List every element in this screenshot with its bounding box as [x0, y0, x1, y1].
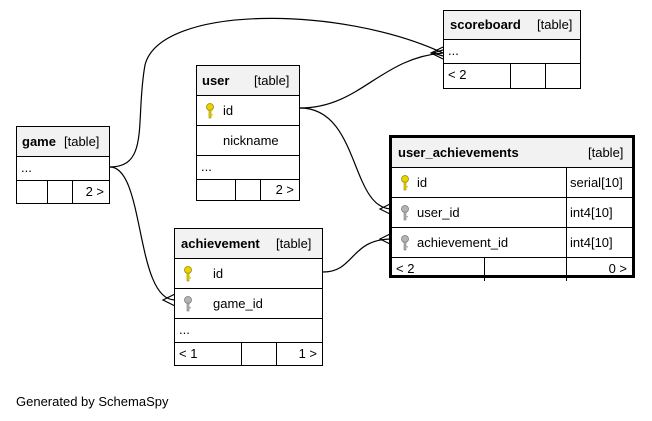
generated-by-caption: Generated by SchemaSpy — [16, 394, 169, 409]
table-achievement[interactable]: achievement [table] id game_id ... < 1 1… — [174, 228, 323, 366]
column-type: int4[10] — [570, 235, 613, 250]
table-type-label: [table] — [276, 236, 312, 251]
column-row-id[interactable]: id serial[10] — [392, 168, 632, 198]
table-type-label: [table] — [537, 17, 573, 32]
column-row-id[interactable]: id — [175, 259, 322, 289]
table-header: achievement [table] — [175, 229, 322, 259]
relationship-footer-row: < 2 — [444, 64, 580, 88]
footer-cell-divider — [545, 64, 546, 88]
children-count[interactable]: 1 > — [298, 346, 317, 361]
table-scoreboard[interactable]: scoreboard [table] ... < 2 — [443, 10, 581, 89]
relationship-footer-row: < 2 0 > — [392, 258, 632, 281]
primary-key-icon — [206, 103, 214, 119]
table-type-label: [table] — [254, 73, 290, 88]
edge-user-user-achievements — [299, 107, 393, 210]
parents-count[interactable]: < 2 — [396, 261, 415, 276]
column-name: nickname — [223, 133, 279, 148]
more-columns-row: ... — [17, 157, 109, 181]
footer-cell-divider — [484, 258, 485, 281]
crowfoot-markers — [161, 46, 444, 307]
foreign-key-icon — [401, 205, 409, 221]
relationship-footer-row: < 1 1 > — [175, 343, 322, 365]
crowfoot-scoreboard-2 — [430, 49, 444, 57]
more-columns-ellipsis: ... — [201, 159, 212, 174]
table-user[interactable]: user [table] id nickname ... 2 > — [196, 65, 300, 201]
column-row-achievement-id[interactable]: achievement_id int4[10] — [392, 228, 632, 258]
column-type: serial[10] — [570, 175, 623, 190]
table-header: scoreboard [table] — [444, 11, 580, 40]
footer-cell-divider — [276, 343, 277, 365]
column-name: achievement_id — [417, 235, 509, 250]
footer-cell-divider — [241, 343, 242, 365]
table-type-label: [table] — [588, 145, 624, 160]
more-columns-ellipsis: ... — [21, 160, 32, 175]
footer-cell-divider — [72, 181, 73, 203]
table-header: user [table] — [197, 66, 299, 96]
relationship-footer-row: 2 > — [17, 181, 109, 203]
table-header: user_achievements [table] — [392, 138, 632, 168]
type-cell-divider — [566, 168, 567, 197]
column-name: user_id — [417, 205, 460, 220]
more-columns-row: ... — [175, 319, 322, 343]
column-row-user-id[interactable]: user_id int4[10] — [392, 198, 632, 228]
children-count[interactable]: 0 > — [608, 261, 627, 276]
column-name: id — [223, 103, 234, 118]
edge-game-scoreboard — [109, 17, 444, 168]
table-name[interactable]: user_achievements — [398, 145, 519, 160]
column-name: id — [213, 266, 224, 281]
crowfoot-ua-achievement-id — [378, 232, 393, 246]
type-cell-divider — [566, 198, 567, 227]
edge-achievement-user-achievements — [322, 238, 393, 273]
table-name[interactable]: achievement — [181, 236, 260, 251]
primary-key-icon — [401, 175, 409, 191]
more-columns-row: ... — [444, 40, 580, 64]
parents-count[interactable]: < 1 — [179, 346, 198, 361]
foreign-key-icon — [184, 296, 192, 312]
foreign-key-icon — [401, 235, 409, 251]
children-count[interactable]: 2 > — [85, 184, 104, 199]
more-columns-ellipsis: ... — [448, 43, 459, 58]
children-count[interactable]: 2 > — [275, 182, 294, 197]
table-name[interactable]: user — [202, 73, 230, 88]
column-name: game_id — [213, 296, 263, 311]
more-columns-row: ... — [197, 156, 299, 180]
table-user-achievements[interactable]: user_achievements [table] id serial[10] … — [389, 135, 635, 281]
edge-game-achievement — [109, 166, 176, 301]
footer-cell-divider — [235, 180, 236, 200]
relationship-footer-row: 2 > — [197, 180, 299, 200]
table-type-label: [table] — [64, 134, 100, 149]
more-columns-ellipsis: ... — [179, 322, 190, 337]
footer-cell-divider — [47, 181, 48, 203]
footer-cell-divider — [260, 180, 261, 200]
footer-cell-divider — [510, 64, 511, 88]
table-name[interactable]: game — [22, 134, 56, 149]
table-header: game [table] — [17, 127, 109, 157]
table-game[interactable]: game [table] ... 2 > — [16, 126, 110, 204]
column-row-id[interactable]: id — [197, 96, 299, 126]
table-name[interactable]: scoreboard — [450, 17, 521, 32]
column-row-game-id[interactable]: game_id — [175, 289, 322, 319]
column-name: id — [417, 175, 428, 190]
parents-count[interactable]: < 2 — [448, 67, 467, 82]
crowfoot-achievement-game-id — [161, 293, 176, 307]
type-cell-divider — [566, 228, 567, 257]
footer-cell-divider — [566, 258, 567, 281]
column-type: int4[10] — [570, 205, 613, 220]
crowfoot-ua-user-id — [378, 202, 393, 216]
edge-user-scoreboard — [299, 52, 444, 109]
column-row-nickname[interactable]: nickname — [197, 126, 299, 156]
primary-key-icon — [184, 266, 192, 282]
